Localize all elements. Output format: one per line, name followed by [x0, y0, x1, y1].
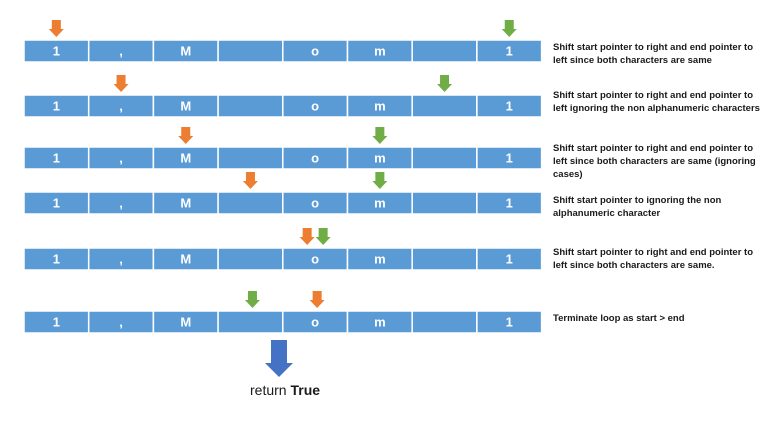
step-3-note: Shift start pointer to right and end poi…: [553, 143, 756, 180]
array-cell: [476, 247, 543, 271]
array-cell-char: o: [311, 315, 319, 330]
array-cell-char: ,: [119, 252, 123, 267]
array-cell-char: m: [374, 44, 386, 59]
array-cell: [411, 146, 478, 170]
end-pointer-arrow: [244, 291, 260, 308]
end-pointer-arrow: [315, 228, 331, 245]
array-cell-char: 1: [506, 44, 513, 59]
array-cell-char: o: [311, 252, 319, 267]
array-cell: [217, 146, 284, 170]
step-5-note: Shift start pointer to right and end poi…: [553, 247, 754, 271]
start-pointer-arrow: [113, 75, 129, 92]
array-cell-char: m: [374, 99, 386, 114]
array-cell-char: ,: [119, 151, 123, 166]
array-cell: [476, 94, 543, 118]
return-statement: return True: [250, 382, 320, 398]
step-2-note: Shift start pointer to right and end poi…: [553, 90, 760, 114]
array-cell-char: m: [374, 151, 386, 166]
array-cell: [476, 191, 543, 215]
array-cell-char: m: [374, 196, 386, 211]
array-cell-char: 1: [506, 315, 513, 330]
array-cell-char: 1: [506, 99, 513, 114]
start-pointer-arrow: [309, 291, 325, 308]
step-4-note: Shift start pointer to ignoring the non …: [553, 195, 722, 219]
array-cell-char: M: [180, 151, 191, 166]
start-pointer-arrow: [48, 20, 64, 37]
array-cell-char: o: [311, 44, 319, 59]
array-cell: [217, 191, 284, 215]
array-cell: [476, 310, 543, 334]
array-cell: [217, 39, 284, 63]
array-cell-char: M: [180, 44, 191, 59]
array-cell: [411, 94, 478, 118]
array-cell-char: o: [311, 99, 319, 114]
end-pointer-arrow: [372, 172, 388, 189]
array-cell-char: ,: [119, 99, 123, 114]
array-cell-char: m: [374, 252, 386, 267]
start-pointer-arrow: [299, 228, 315, 245]
array-cell-char: 1: [53, 252, 60, 267]
array-cell-char: ,: [119, 196, 123, 211]
array-cell-char: M: [180, 252, 191, 267]
array-cell-char: ,: [119, 315, 123, 330]
array-cell: [476, 39, 543, 63]
return-value: True: [290, 382, 321, 398]
array-cell-char: o: [311, 151, 319, 166]
return-arrow-icon: [265, 340, 293, 377]
array-cell: [217, 94, 284, 118]
start-pointer-arrow: [178, 127, 194, 144]
array-cell: [476, 146, 543, 170]
array-cell-char: 1: [53, 44, 60, 59]
array-cell-char: 1: [506, 252, 513, 267]
array-cell-char: 1: [53, 315, 60, 330]
array-cell: [411, 310, 478, 334]
end-pointer-arrow: [372, 127, 388, 144]
array-cell: [217, 247, 284, 271]
end-pointer-arrow: [437, 75, 453, 92]
array-cell-char: m: [374, 315, 386, 330]
array-cell-char: 1: [53, 196, 60, 211]
array-cell: [411, 191, 478, 215]
start-pointer-arrow: [242, 172, 258, 189]
array-cell-char: M: [180, 99, 191, 114]
return-keyword: return: [250, 382, 287, 398]
array-cell-char: M: [180, 196, 191, 211]
array-cell-char: M: [180, 315, 191, 330]
array-cell-char: 1: [506, 151, 513, 166]
step-6-note: Terminate loop as start > end: [553, 313, 685, 324]
array-cell: [217, 310, 284, 334]
array-cell-char: 1: [506, 196, 513, 211]
array-cell-char: 1: [53, 151, 60, 166]
array-cell: [411, 247, 478, 271]
array-cell: [411, 39, 478, 63]
array-cell-char: ,: [119, 44, 123, 59]
array-cell-char: 1: [53, 99, 60, 114]
end-pointer-arrow: [501, 20, 517, 37]
step-1-note: Shift start pointer to right and end poi…: [553, 42, 754, 66]
array-cell-char: o: [311, 196, 319, 211]
